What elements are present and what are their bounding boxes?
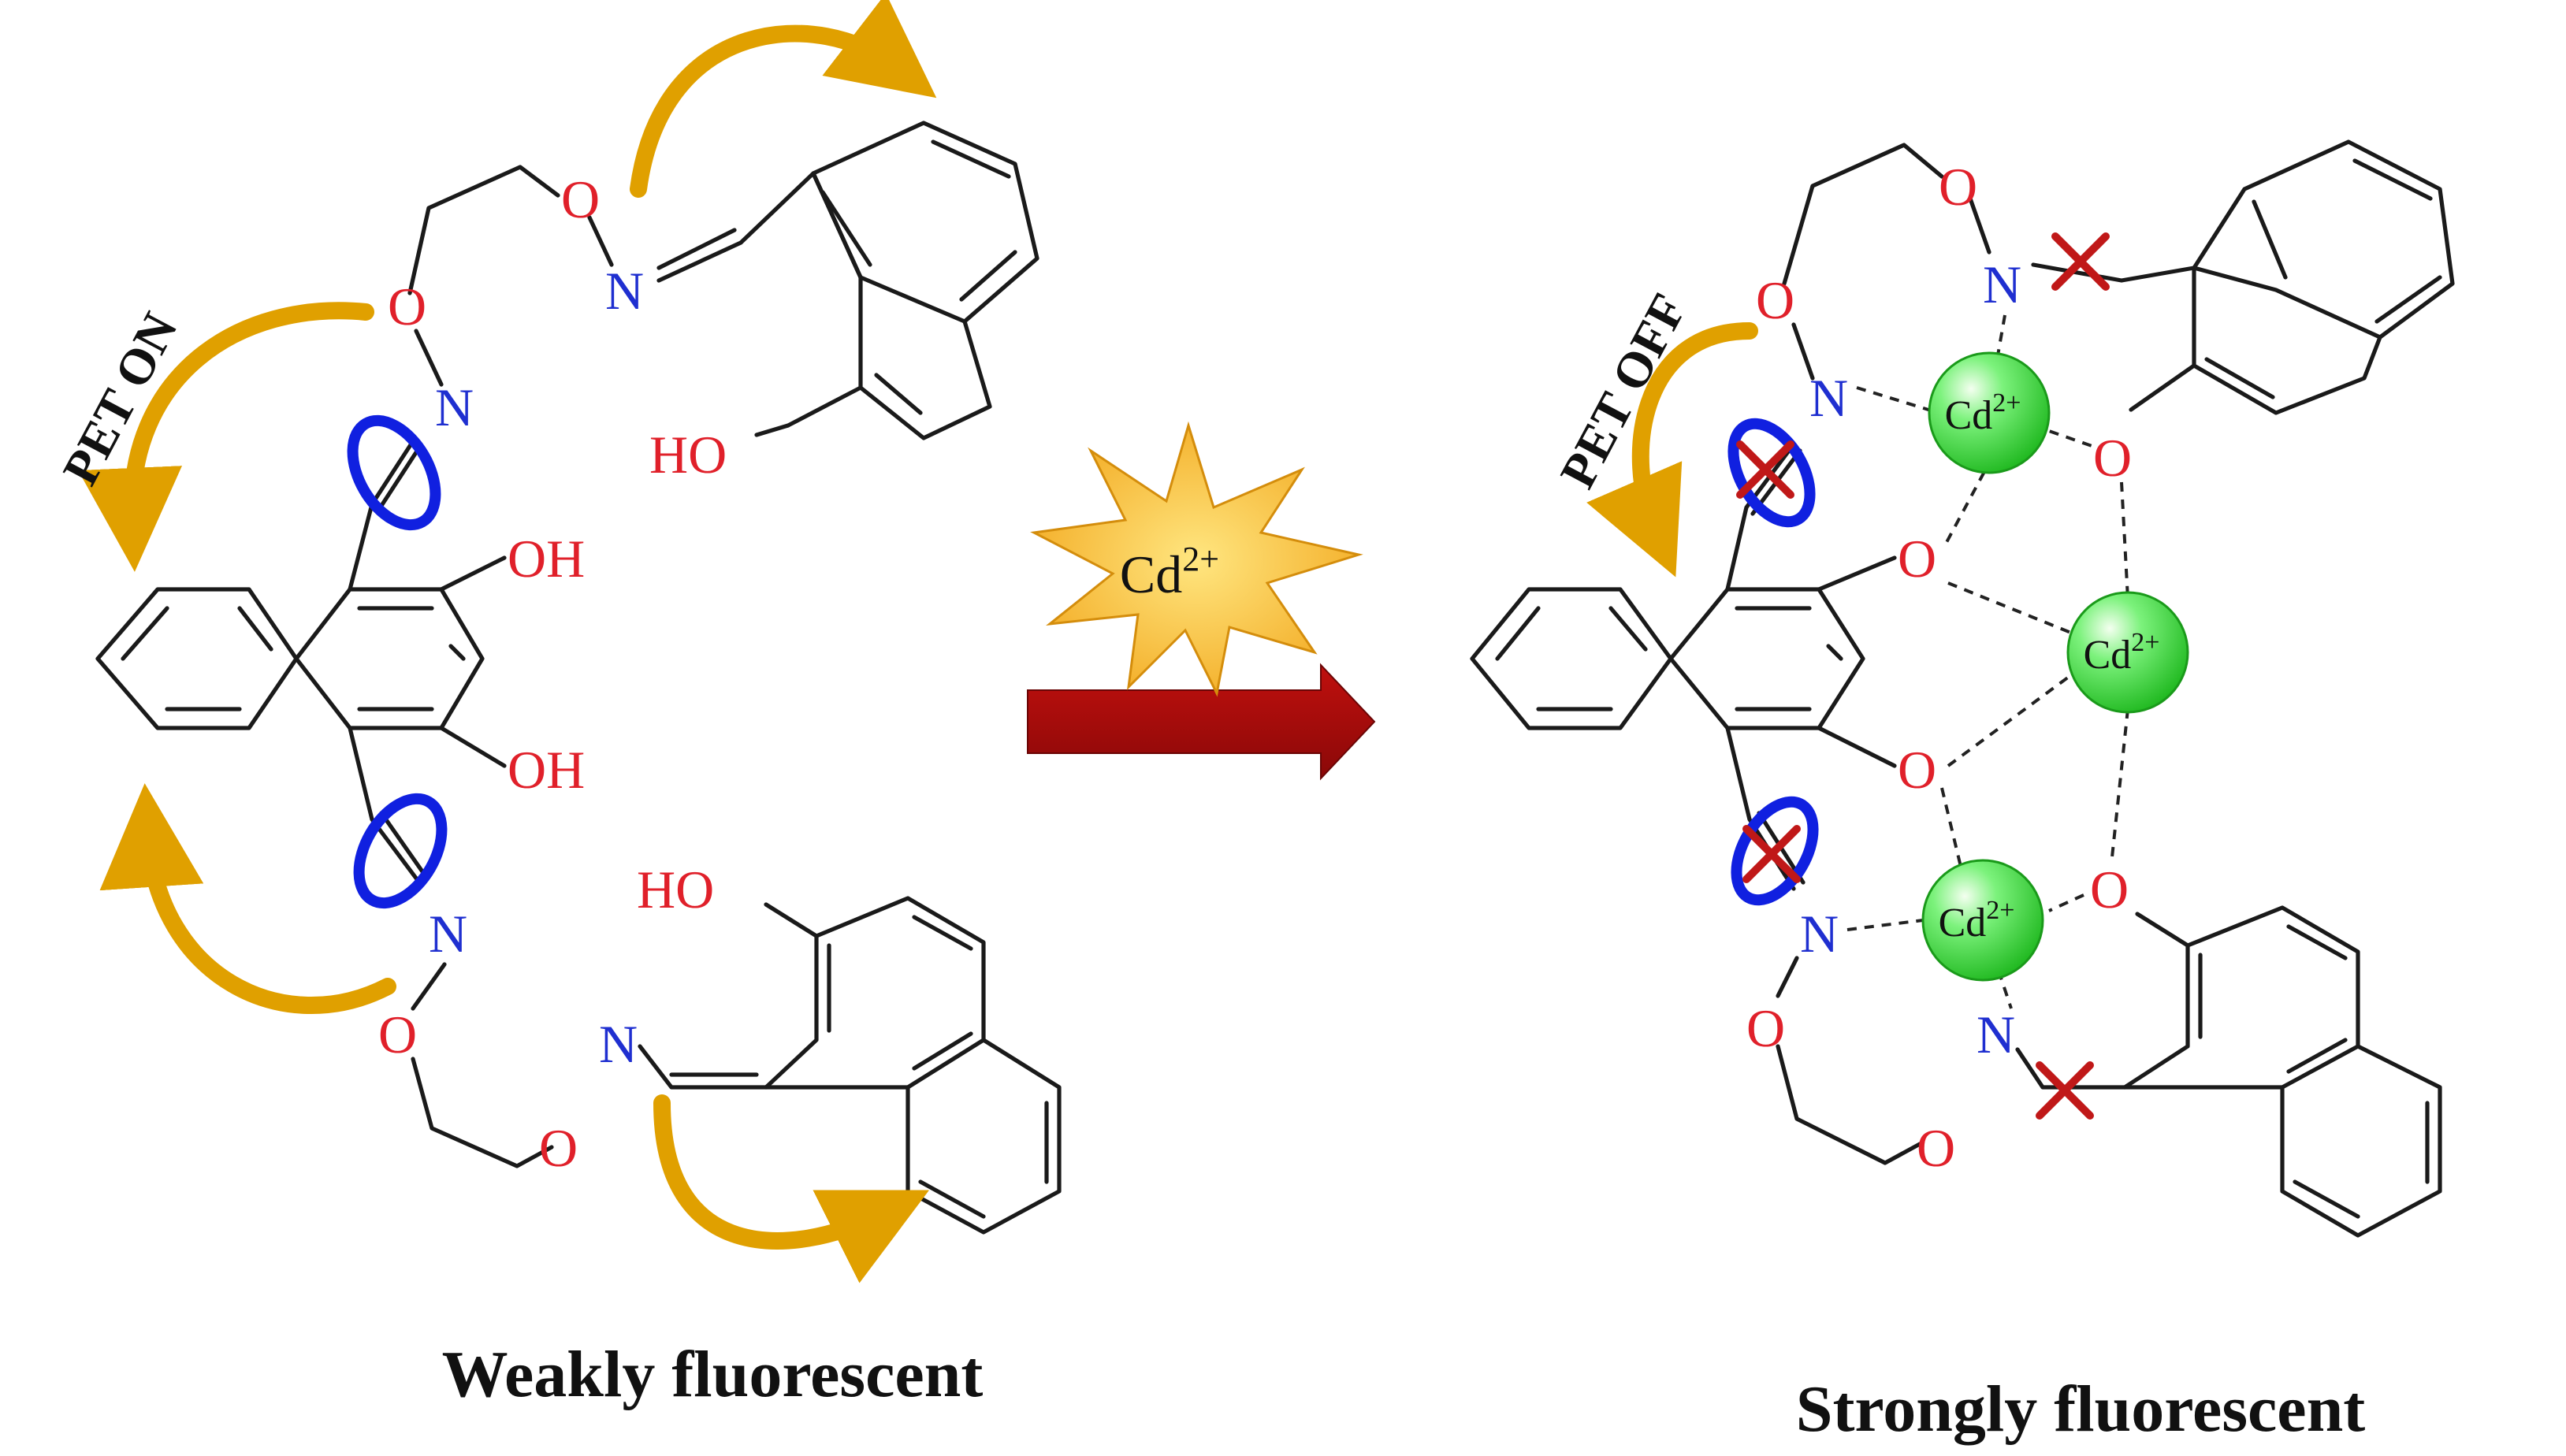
cd-centers: Cd2+ Cd2+ Cd2+ <box>1921 351 2189 982</box>
atom-o: O <box>378 1005 417 1064</box>
atom-n: N <box>429 904 467 964</box>
atom-n: N <box>435 377 474 437</box>
coordination-bonds <box>1846 314 2129 1009</box>
atom-o: O <box>1898 529 1936 589</box>
atom-o: O <box>2090 860 2129 919</box>
atom-o: O <box>539 1118 578 1178</box>
left-pet-arrows <box>78 0 937 1283</box>
atom-n: N <box>1800 904 1839 964</box>
reagent-label: Cd2+ <box>1120 540 1219 604</box>
atom-o: O <box>2093 428 2132 488</box>
pet-arrow-icon <box>1586 322 1758 578</box>
right-bottom-naphthol <box>2015 905 2442 1238</box>
right-pet-arrows <box>1586 322 1758 578</box>
atom-o: O <box>1746 998 1785 1058</box>
blocked-marks <box>1736 232 2110 1120</box>
atom-oh: OH <box>508 740 585 800</box>
left-bottom-naphthol <box>638 896 1062 1235</box>
cd-label: Cd2+ <box>1939 896 2015 945</box>
atom-o: O <box>388 277 426 336</box>
atom-oh: OH <box>508 529 585 589</box>
cd-sphere <box>1921 859 2044 982</box>
atom-oh: HO <box>637 860 714 919</box>
left-molecule <box>95 121 1062 1235</box>
reaction-arrow-icon <box>1027 663 1376 781</box>
left-rotation-indicators <box>347 414 448 909</box>
atom-n: N <box>1977 1005 2015 1064</box>
right-caption: Strongly fluorescent <box>1796 1372 2366 1446</box>
pet-arrow-icon <box>653 1094 930 1283</box>
cross-icon <box>1742 825 1801 883</box>
right-naphthalene-core <box>1470 143 1944 1165</box>
atom-n: N <box>1983 254 2021 314</box>
right-atom-labels: O N O N O O O N O O N O <box>1746 157 2132 1178</box>
left-caption: Weakly fluorescent <box>442 1338 984 1411</box>
rotation-ring-icon <box>347 414 441 531</box>
atom-n: N <box>599 1014 638 1074</box>
cd-sphere <box>1928 351 2051 474</box>
pet-off-label: PET OFF <box>1549 284 1698 496</box>
atom-oh: HO <box>649 425 727 485</box>
cd-label: Cd2+ <box>2084 628 2160 678</box>
left-top-naphthol <box>587 121 1039 440</box>
reaction-arrow: Cd2+ <box>1027 421 1376 781</box>
cross-icon <box>2036 1061 2094 1120</box>
cd-sphere <box>2066 591 2189 714</box>
atom-o: O <box>1939 157 1977 217</box>
cross-icon <box>1736 440 1794 499</box>
left-naphthalene-core <box>95 165 560 1168</box>
left-atom-labels: O N O N HO OH OH N O HO N O <box>378 169 727 1178</box>
cd-burst-icon <box>1030 421 1363 697</box>
cross-icon <box>2051 232 2110 291</box>
right-molecule <box>1470 139 2455 1238</box>
atom-o: O <box>1917 1118 1955 1178</box>
right-top-naphthol <box>1968 139 2455 415</box>
pet-arrow-icon <box>630 0 937 198</box>
cd-label: Cd2+ <box>1945 388 2021 438</box>
atom-n: N <box>605 261 644 321</box>
rotation-ring-icon <box>353 793 448 909</box>
atom-o: O <box>1756 270 1794 330</box>
pet-arrow-icon <box>78 302 374 572</box>
atom-o: O <box>1898 740 1936 800</box>
atom-n: N <box>1809 368 1848 428</box>
pet-arrow-icon <box>99 783 396 1014</box>
atom-o: O <box>561 169 600 229</box>
